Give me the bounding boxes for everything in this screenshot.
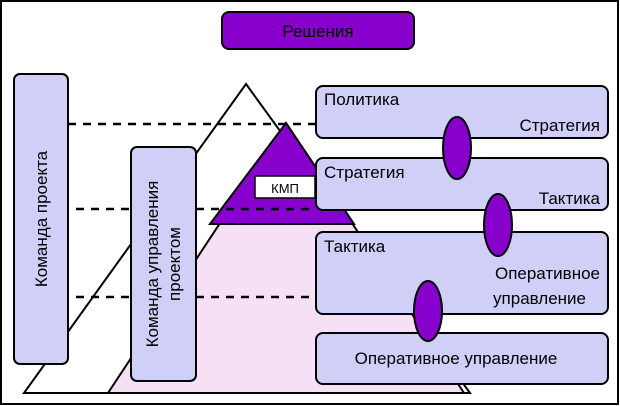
project-team-bar bbox=[13, 73, 69, 365]
management-team-bar bbox=[130, 146, 197, 382]
level-3-bottom-label-line1: Оперативное bbox=[495, 264, 600, 283]
header-label: Решения bbox=[282, 22, 353, 41]
management-team-label-line1: Команда управления bbox=[143, 181, 162, 348]
connector-oval-1 bbox=[442, 116, 472, 180]
level-3-bottom-label-line2: управление bbox=[493, 289, 586, 308]
kmp-label: КМП bbox=[271, 181, 299, 196]
level-2-top-label: Стратегия bbox=[324, 163, 405, 182]
level-3-top-label: Тактика bbox=[324, 237, 386, 256]
header-box bbox=[221, 11, 415, 50]
level-2-bottom-label: Тактика bbox=[539, 189, 601, 208]
level-1-bottom-label: Стратегия bbox=[519, 116, 600, 135]
connector-oval-3 bbox=[413, 280, 443, 342]
level-4-label: Оперативное управление bbox=[355, 349, 558, 368]
management-team-label-line2: проектом bbox=[165, 227, 184, 301]
level-1-top-label: Политика bbox=[324, 90, 400, 109]
level-box-3 bbox=[315, 231, 609, 315]
level-box-4 bbox=[315, 332, 609, 385]
project-team-label: Команда проекта bbox=[32, 150, 51, 287]
connector-oval-2 bbox=[483, 193, 513, 257]
